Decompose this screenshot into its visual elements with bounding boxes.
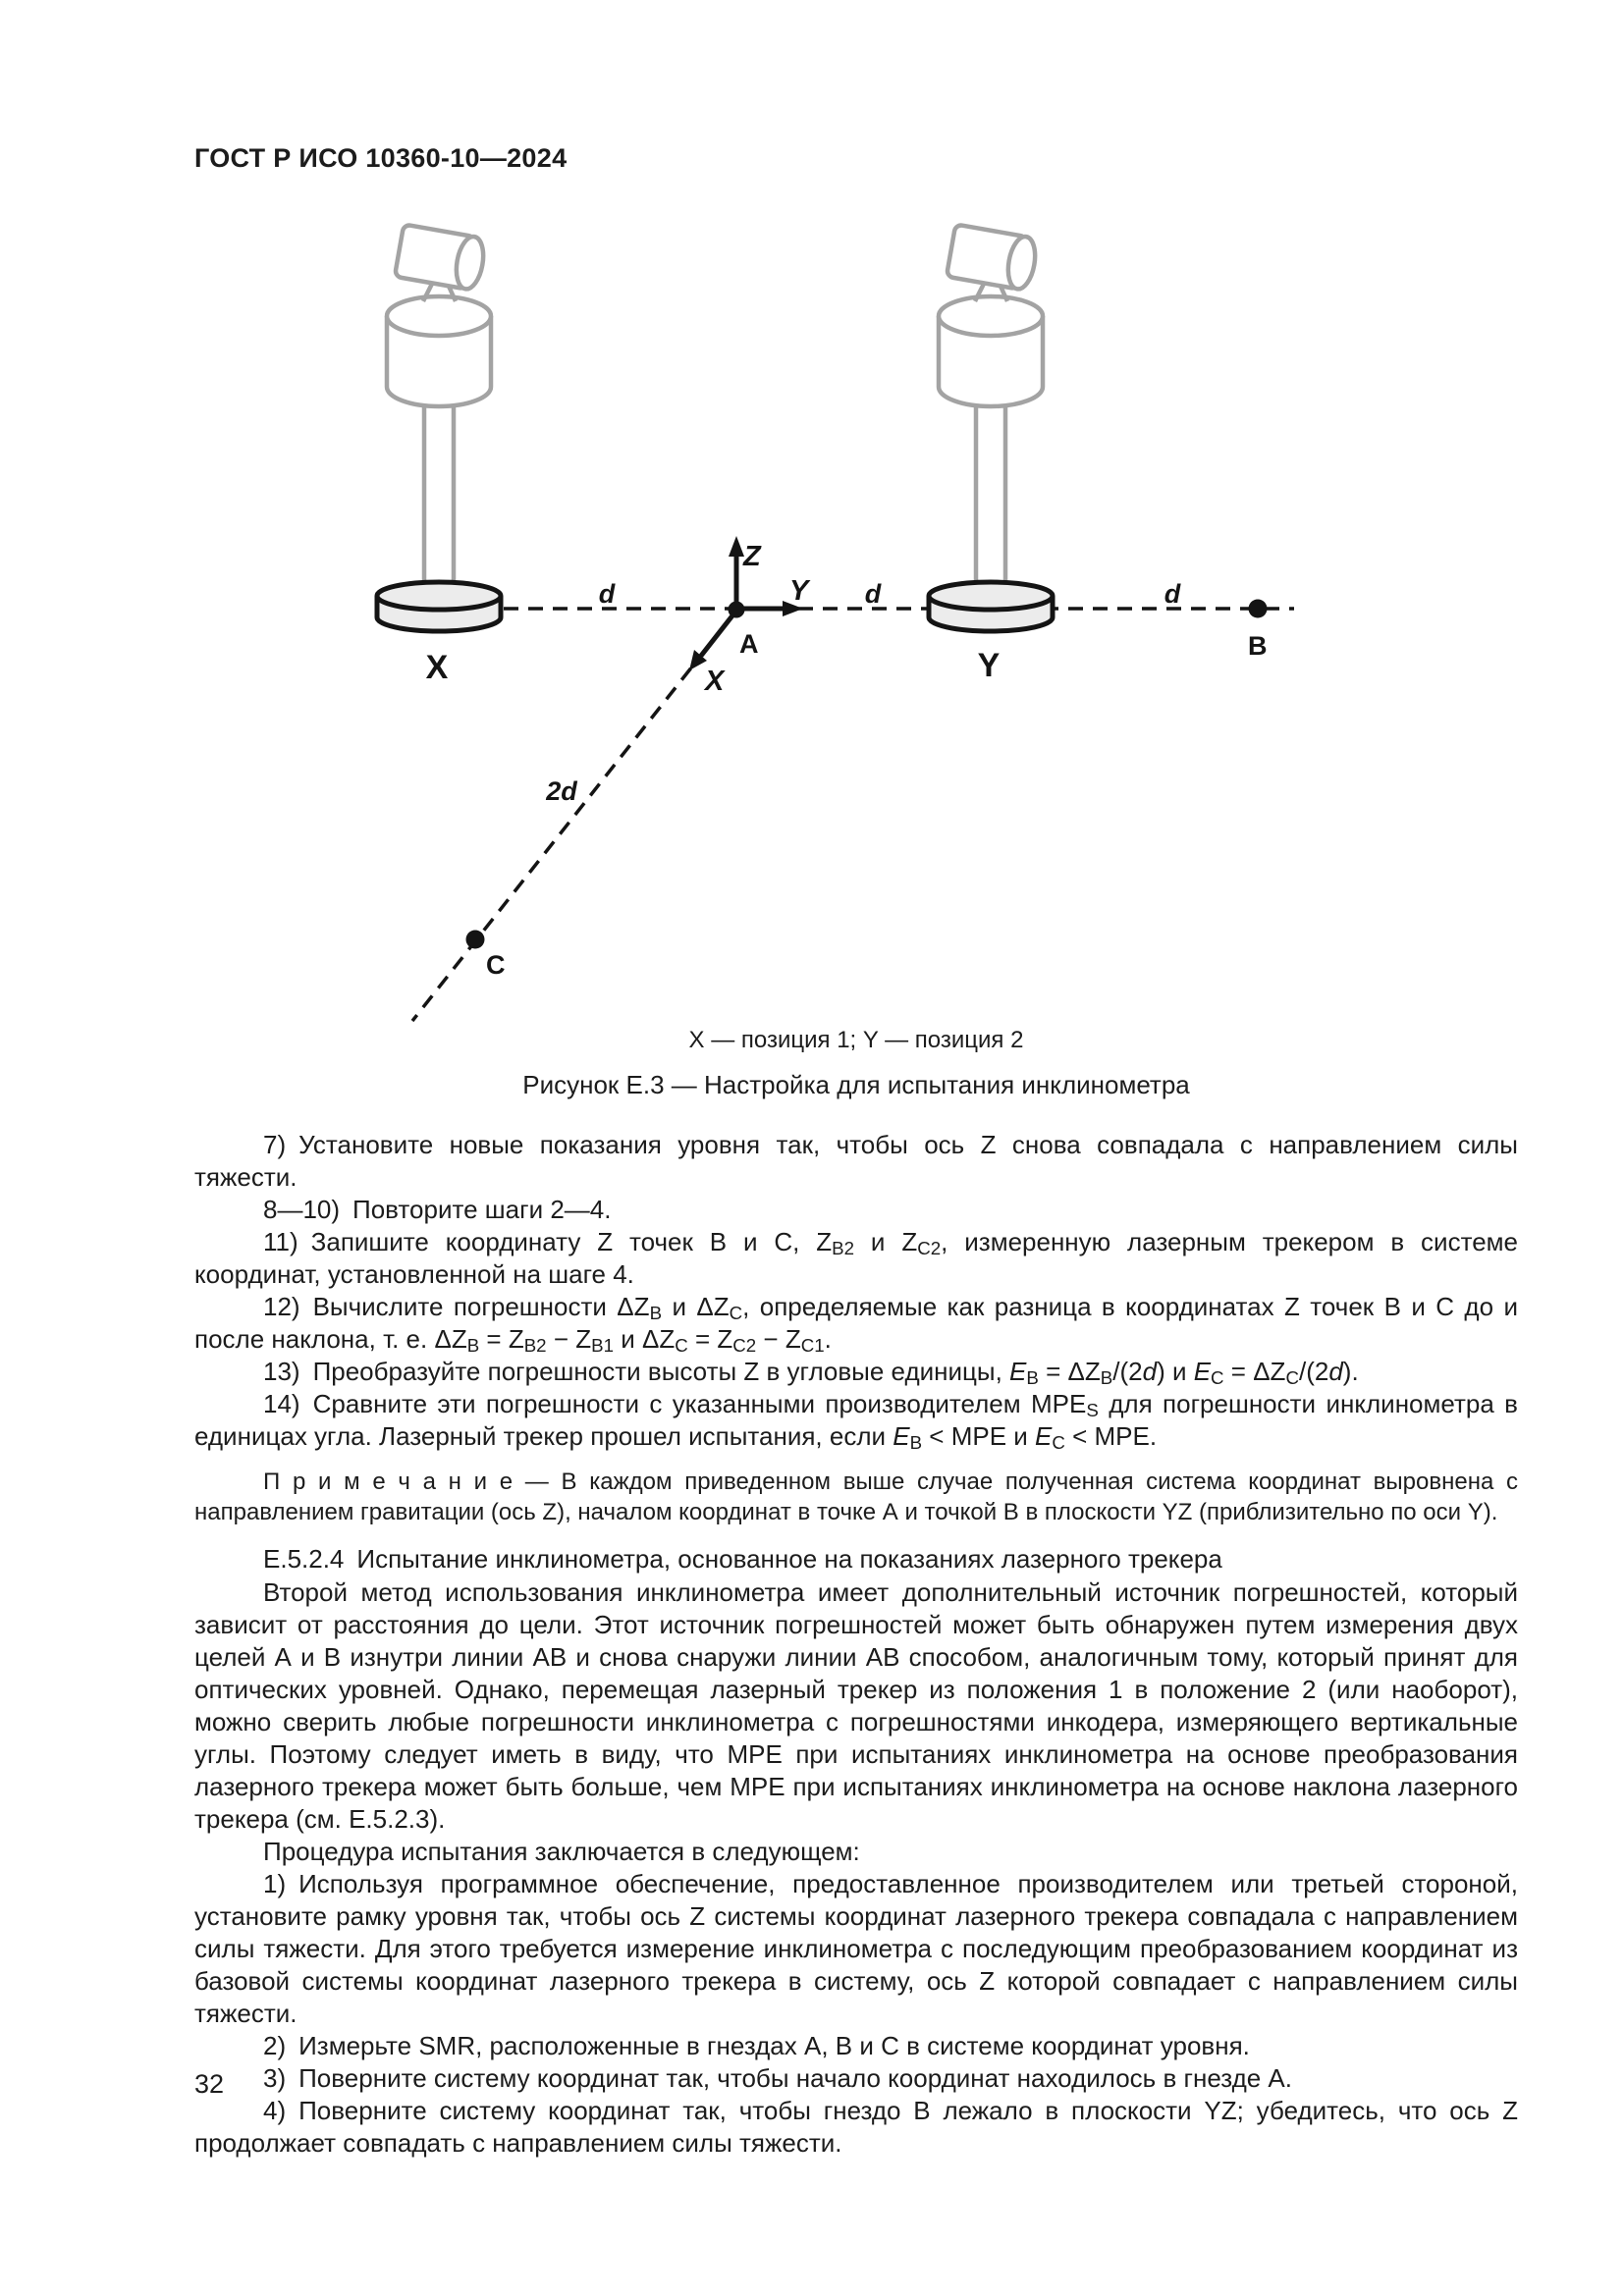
list-item-2: 2) Измерьте SMR, расположенные в гнездах…	[263, 2031, 1250, 2060]
label-distance-d1: d	[599, 579, 616, 609]
paragraph-second-method: Второй метод использования инклинометра …	[194, 1577, 1518, 1834]
page-number: 32	[194, 2069, 225, 2099]
page-header: ГОСТ Р ИСО 10360-10—2024	[194, 143, 568, 173]
axis-y-arrowhead	[783, 601, 803, 616]
point-a-marker	[728, 601, 745, 618]
list-item-11: 11) Запишите координату Z точек В и С, Z…	[194, 1227, 1518, 1289]
laser-tracker-position-2	[929, 224, 1053, 631]
label-distance-d2: d	[865, 579, 882, 609]
note-paragraph: П р и м е ч а н и е — В каждом приведенн…	[194, 1468, 1518, 1525]
section-heading-e524: Е.5.2.4 Испытание инклинометра, основанн…	[263, 1544, 1222, 1574]
list-item-1: 1) Используя программное обеспечение, пр…	[194, 1869, 1518, 2028]
label-point-c: C	[486, 950, 506, 980]
list-item-7: 7) Установите новые показания уровня так…	[194, 1130, 1518, 1192]
label-point-b: B	[1248, 631, 1268, 661]
paragraph-procedure: Процедура испытания заключается в следую…	[263, 1837, 860, 1866]
label-axis-y: Y	[789, 575, 811, 607]
label-axis-z: Z	[742, 541, 762, 572]
figure-legend: X — позиция 1; Y — позиция 2	[688, 1027, 1024, 1053]
list-item-4: 4) Поверните систему координат так, чтоб…	[194, 2096, 1518, 2158]
list-item-14: 14) Сравните эти погрешности с указанным…	[194, 1389, 1518, 1454]
axis-z-arrowhead	[729, 536, 744, 557]
list-item-3: 3) Поверните систему координат так, чтоб…	[263, 2063, 1292, 2093]
figure-caption: Рисунок Е.3 — Настройка для испытания ин…	[522, 1070, 1190, 1099]
label-distance-2d: 2d	[545, 776, 577, 806]
axis-x-arrowhead	[689, 650, 707, 670]
figure-e3: Z Y X A B C X Y d d d 2d	[0, 182, 1294, 1023]
label-point-a: A	[739, 629, 759, 659]
list-item-12: 12) Вычислите погрешности ΔZB и ΔZC, опр…	[194, 1292, 1518, 1357]
point-b-marker	[1248, 599, 1268, 618]
label-distance-d3: d	[1164, 579, 1181, 609]
label-position-y: Y	[978, 647, 1001, 684]
label-position-x: X	[426, 649, 449, 686]
point-c-marker	[465, 930, 485, 949]
list-item-13: 13) Преобразуйте погрешности высоты Z в …	[263, 1357, 1359, 1389]
laser-tracker-position-1	[377, 224, 501, 631]
body-text: 7) Установите новые показания уровня так…	[194, 1129, 1518, 2160]
label-axis-x: X	[703, 666, 726, 697]
line-ac	[410, 609, 738, 1023]
list-item-8-10: 8—10) Повторите шаги 2—4.	[263, 1195, 612, 1224]
